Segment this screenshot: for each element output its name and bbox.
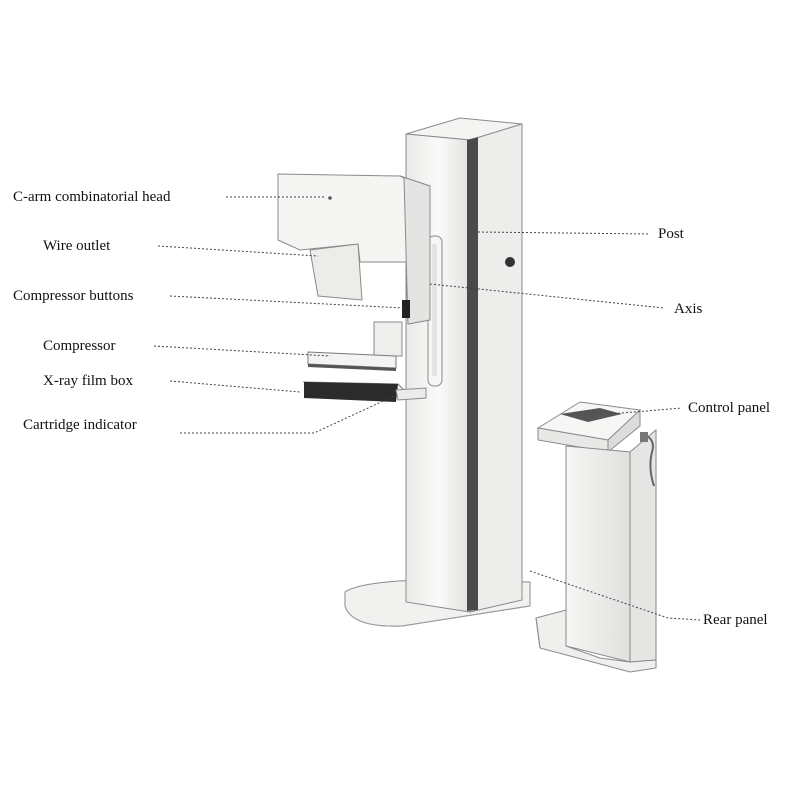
- label-control-panel: Control panel: [688, 400, 771, 416]
- console: [535, 401, 657, 673]
- label-rear-panel: Rear panel: [703, 612, 768, 628]
- label-cartridge-indicator: Cartridge indicator: [23, 417, 137, 433]
- label-wire-outlet: Wire outlet: [43, 238, 111, 254]
- compressor-buttons-icon: [402, 300, 410, 318]
- control-panel-keys-icon: [560, 408, 622, 422]
- label-axis: Axis: [674, 301, 703, 317]
- c-arm-head: [277, 173, 431, 325]
- leader-lines: [153, 196, 701, 621]
- label-xray-film-box: X-ray film box: [43, 373, 133, 389]
- label-c-arm-head: C-arm combinatorial head: [13, 189, 171, 205]
- post-knob-icon: [505, 257, 515, 267]
- cable-icon: [643, 433, 655, 487]
- label-post: Post: [658, 226, 684, 242]
- label-compressor: Compressor: [43, 338, 116, 354]
- xray-film-box: [302, 381, 427, 402]
- compressor-paddle: [307, 321, 403, 371]
- label-compressor-buttons: Compressor buttons: [13, 288, 134, 304]
- handle-bar: [427, 235, 443, 387]
